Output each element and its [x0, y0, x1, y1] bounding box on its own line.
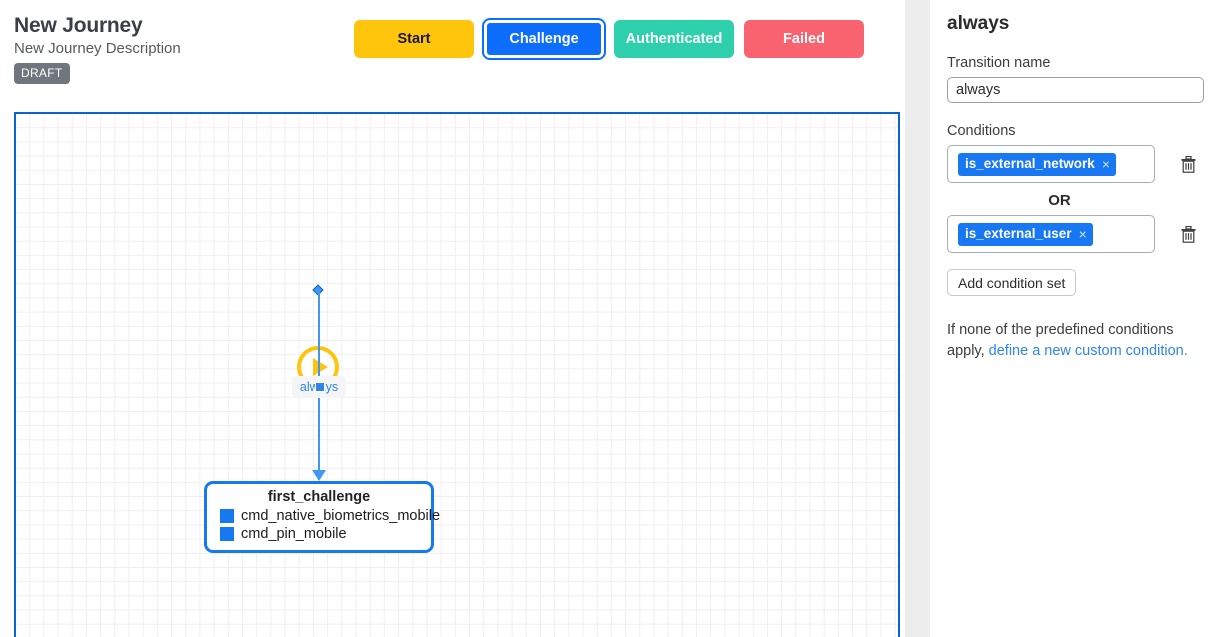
condition-chip-is-external-network[interactable]: is_external_network ×: [958, 152, 1116, 176]
panel-title: always: [947, 13, 1010, 34]
transition-name-label: Transition name: [947, 55, 1051, 71]
add-condition-set-button[interactable]: Add condition set: [947, 269, 1077, 296]
flow-graph: always first_challenge cmd_native_biomet…: [16, 114, 898, 637]
challenge-button[interactable]: Challenge: [482, 18, 606, 60]
helper-text: If none of the predefined conditions app…: [947, 320, 1192, 362]
node-item-label: cmd_pin_mobile: [241, 526, 347, 542]
condition-chip-is-external-user[interactable]: is_external_user ×: [958, 222, 1093, 246]
failed-button[interactable]: Failed: [744, 20, 864, 58]
condition-set-row: is_external_user ×: [947, 215, 1215, 253]
delete-condition-set-icon-1[interactable]: [1181, 155, 1196, 173]
condition-set-row: is_external_network ×: [947, 145, 1215, 183]
panel-divider: [905, 0, 930, 637]
remove-condition-icon[interactable]: ×: [1078, 225, 1087, 242]
helper-prefix: If none of the predefined conditions app…: [947, 322, 1174, 359]
status-badge: DRAFT: [14, 63, 70, 84]
node-item-swatch-icon: [220, 509, 234, 523]
play-icon: [312, 358, 328, 376]
transition-properties-panel: always Transition name Conditions is_ext…: [930, 0, 1215, 637]
canvas-grid: [16, 114, 898, 637]
edge-midpoint-handle[interactable]: [315, 382, 325, 392]
condition-chip-label: is_external_network: [965, 156, 1095, 171]
main-area: New Journey New Journey Description DRAF…: [0, 0, 905, 637]
node-title: first_challenge: [267, 489, 371, 505]
condition-set-box-1[interactable]: is_external_network ×: [947, 145, 1155, 183]
node-item-swatch-icon: [220, 527, 234, 541]
or-separator: OR: [1048, 192, 1071, 209]
delete-condition-set-icon-2[interactable]: [1181, 225, 1196, 243]
remove-condition-icon[interactable]: ×: [1101, 155, 1110, 172]
flow-canvas[interactable]: always first_challenge cmd_native_biomet…: [14, 112, 900, 637]
transition-name-input[interactable]: [947, 77, 1204, 103]
node-item[interactable]: cmd_native_biometrics_mobile: [207, 508, 440, 524]
edge-arrowhead-icon: [312, 470, 326, 481]
page-header: New Journey New Journey Description DRAF…: [0, 0, 905, 100]
page-title: New Journey: [14, 14, 143, 37]
conditions-label: Conditions: [947, 123, 1016, 139]
node-item[interactable]: cmd_pin_mobile: [207, 526, 431, 542]
custom-condition-link[interactable]: define a new custom condition.: [988, 343, 1188, 359]
condition-chip-label: is_external_user: [965, 226, 1072, 241]
authenticated-button[interactable]: Authenticated: [614, 20, 734, 58]
start-button[interactable]: Start: [354, 20, 474, 58]
condition-set-box-2[interactable]: is_external_user ×: [947, 215, 1155, 253]
edge-segment-lower[interactable]: [318, 396, 320, 476]
node-first-challenge[interactable]: first_challenge cmd_native_biometrics_mo…: [204, 481, 440, 553]
node-item-label: cmd_native_biometrics_mobile: [241, 508, 441, 524]
page-subtitle: New Journey Description: [14, 40, 181, 57]
